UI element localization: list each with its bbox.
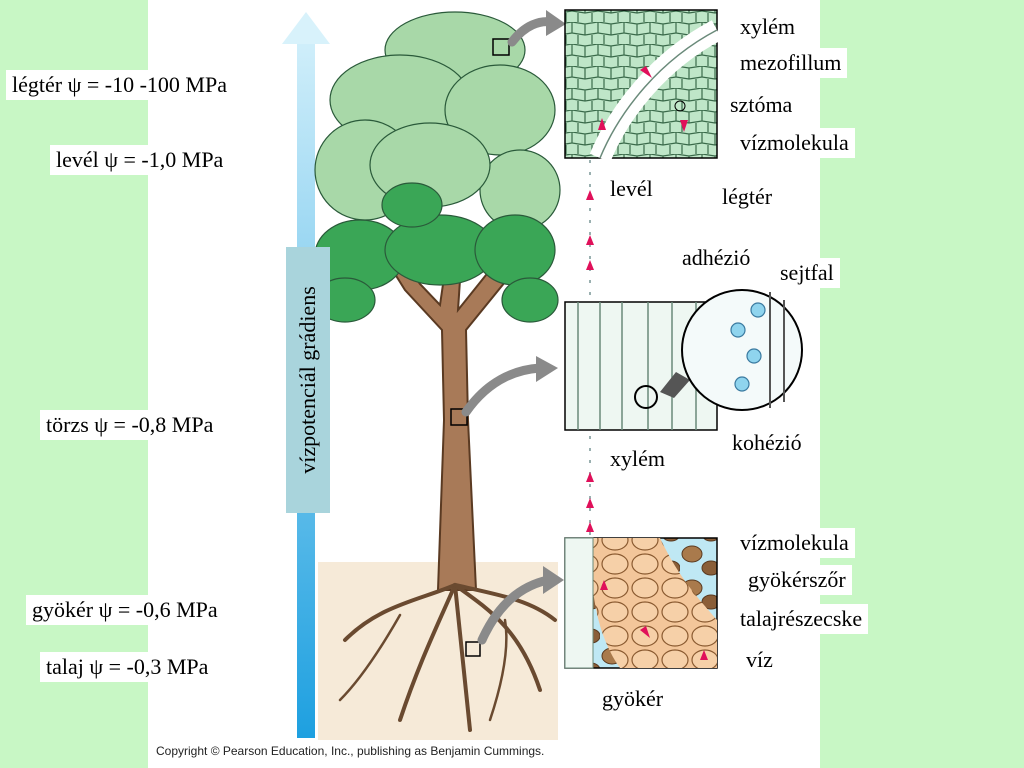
stem-inset [565,290,802,430]
root-water-molecule-label: vízmolekula [734,528,855,558]
water-potential-gradient-label: vízpotenciál grádiens [286,247,330,513]
root-inset [565,538,717,668]
soil-particle-label: talajrészecske [734,604,868,634]
cell-wall-label: sejtfal [774,258,840,288]
root-caption: gyökér [596,684,669,714]
root-hair-label: gyökérszőr [742,565,852,595]
tree-canopy [315,12,560,322]
leaf-xylem-label: xylém [734,12,801,42]
airspace-potential-label: légtér ψ = -10 -100 MPa [6,70,233,100]
adhesion-label: adhézió [676,243,756,273]
airspace-label: légtér [716,182,778,212]
water-label: víz [740,645,779,675]
cohesion-label: kohézió [726,428,808,458]
copyright-notice: Copyright © Pearson Education, Inc., pub… [156,744,544,758]
gradient-label-text: vízpotenciál grádiens [295,286,321,474]
mesophyll-label: mezofillum [734,48,847,78]
trunk-potential-label: törzs ψ = -0,8 MPa [40,410,219,440]
soil-potential-label: talaj ψ = -0,3 MPa [40,652,214,682]
leaf-water-molecule-label: vízmolekula [734,128,855,158]
leaf-caption: levél [604,174,659,204]
leaf-potential-label: levél ψ = -1,0 MPa [50,145,229,175]
leaf-inset [565,10,717,158]
stoma-label: sztóma [724,90,798,120]
xylem-caption: xylém [604,444,671,474]
root-potential-label: gyökér ψ = -0,6 MPa [26,595,224,625]
